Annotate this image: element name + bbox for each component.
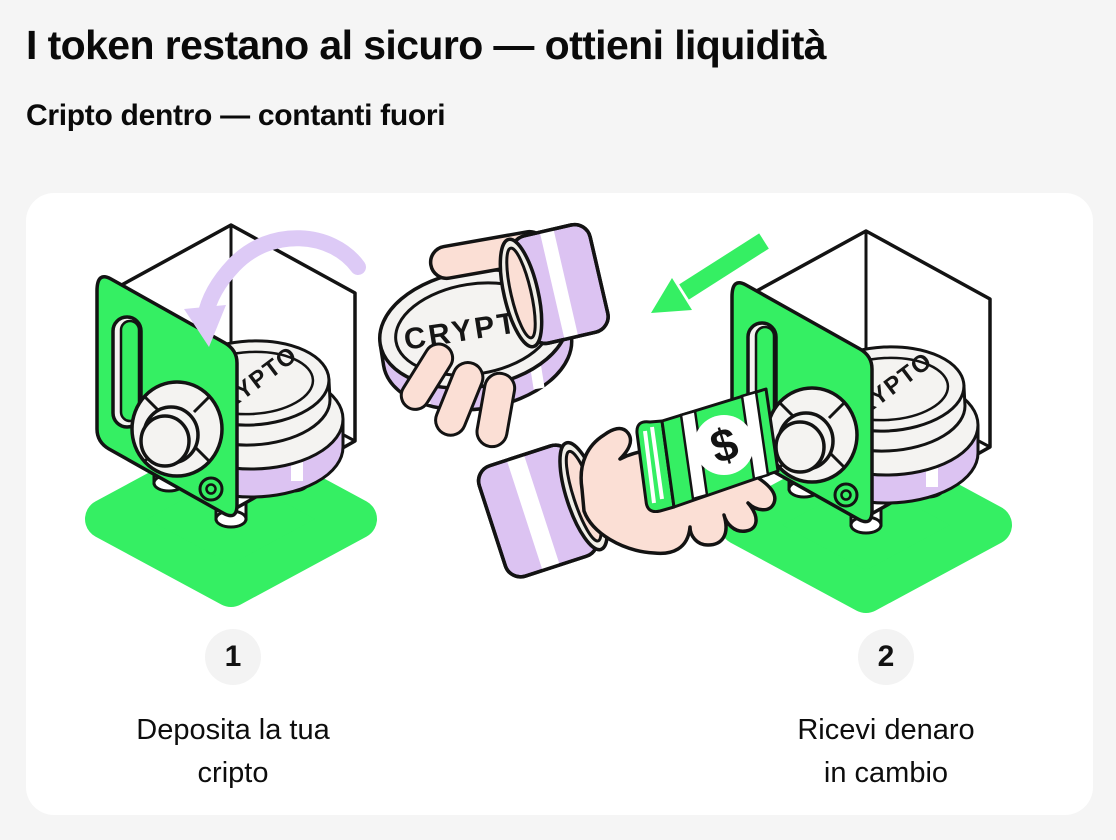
sleeve-cuff-icon bbox=[498, 222, 610, 349]
step-1: 1 Deposita la tua cripto bbox=[83, 628, 383, 796]
step-1-label-line1: Deposita la tua bbox=[136, 713, 330, 746]
step-2-badge: 2 bbox=[858, 628, 914, 685]
page-subtitle: Cripto dentro — contanti fuori bbox=[26, 99, 446, 133]
right-safe-icon bbox=[732, 231, 992, 593]
step-1-label-line2: cripto bbox=[197, 757, 269, 790]
step-1-label: Deposita la tua cripto bbox=[136, 709, 329, 796]
infographic-card: CRYPTO bbox=[26, 192, 1093, 815]
steps-row: 1 Deposita la tua cripto 2 Ricevi denaro… bbox=[26, 628, 1093, 796]
step-2-label: Ricevi denaro in cambio bbox=[797, 709, 974, 796]
cash-arrow-icon bbox=[651, 233, 769, 313]
step-2-label-line1: Ricevi denaro bbox=[797, 713, 975, 746]
step-1-badge: 1 bbox=[205, 628, 261, 685]
deposit-arrow-icon bbox=[184, 229, 366, 347]
safe-illustration: CRYPTO bbox=[26, 193, 1093, 623]
cash-bill-icon: $ bbox=[635, 387, 780, 513]
deposit-hand: CRYPTO bbox=[377, 222, 610, 448]
step-2-label-line2: in cambio bbox=[823, 757, 949, 790]
page-title: I token restano al sicuro — ottieni liqu… bbox=[26, 22, 827, 68]
step-2: 2 Ricevi denaro in cambio bbox=[736, 628, 1036, 796]
